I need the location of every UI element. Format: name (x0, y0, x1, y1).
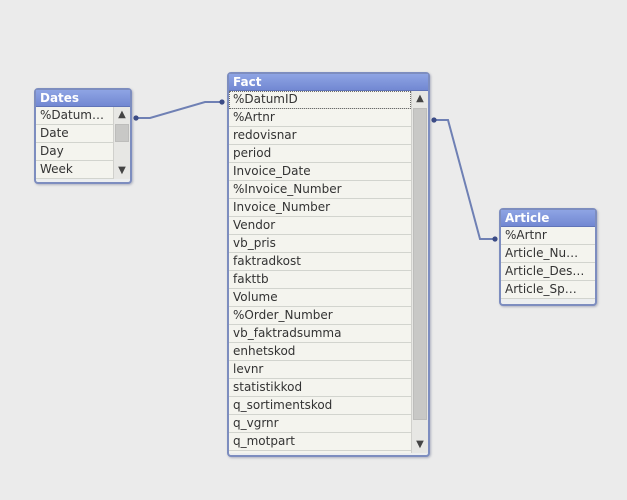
field-item[interactable]: enhetskod (229, 343, 411, 361)
chevron-down-icon[interactable]: ▼ (118, 165, 126, 176)
link-endpoint (219, 99, 225, 105)
table-title[interactable]: Article (501, 210, 595, 227)
scroll-thumb[interactable] (115, 124, 129, 142)
field-list[interactable]: %Artnr Article_Nu… Article_Des… Article_… (501, 227, 595, 299)
field-item[interactable]: fakttb (229, 271, 411, 289)
field-item[interactable]: q_motpart (229, 433, 411, 451)
table-title[interactable]: Fact (229, 74, 428, 91)
link-endpoint (431, 117, 437, 123)
vertical-scrollbar[interactable]: ▲ ▼ (113, 107, 130, 179)
field-item[interactable]: statistikkod (229, 379, 411, 397)
field-item[interactable]: Date (36, 125, 113, 143)
field-item[interactable]: Week (36, 161, 113, 179)
table-title[interactable]: Dates (36, 90, 130, 107)
field-item[interactable]: vb_faktradsumma (229, 325, 411, 343)
field-item[interactable]: vb_pris (229, 235, 411, 253)
field-item[interactable]: q_sortimentskod (229, 397, 411, 415)
link-dates-fact (136, 101, 222, 119)
field-item[interactable]: %Artnr (501, 227, 595, 245)
link-endpoint (492, 236, 498, 242)
field-list[interactable]: %Datum… Date Day Week ▲ ▼ (36, 107, 130, 179)
chevron-down-icon[interactable]: ▼ (416, 439, 424, 450)
field-item[interactable]: Volume (229, 289, 411, 307)
field-item[interactable]: Invoice_Number (229, 199, 411, 217)
field-item[interactable]: levnr (229, 361, 411, 379)
link-endpoint (133, 115, 139, 121)
field-item[interactable]: Day (36, 143, 113, 161)
field-item[interactable]: period (229, 145, 411, 163)
field-item[interactable]: Article_Des… (501, 263, 595, 281)
table-dates[interactable]: Dates %Datum… Date Day Week ▲ ▼ (34, 88, 132, 184)
field-item[interactable]: faktradkost (229, 253, 411, 271)
field-item[interactable]: Vendor (229, 217, 411, 235)
field-item[interactable]: Article_Nu… (501, 245, 595, 263)
vertical-scrollbar[interactable]: ▲ ▼ (411, 91, 428, 453)
field-item[interactable]: %Datum… (36, 107, 113, 125)
scroll-thumb[interactable] (413, 108, 427, 420)
field-list[interactable]: %DatumID %Artnr redovisnar period Invoic… (229, 91, 428, 453)
chevron-up-icon[interactable]: ▲ (118, 109, 126, 120)
table-fact[interactable]: Fact %DatumID %Artnr redovisnar period I… (227, 72, 430, 457)
link-fact-article (434, 119, 495, 240)
field-item[interactable]: %Order_Number (229, 307, 411, 325)
field-item[interactable]: q_vgrnr (229, 415, 411, 433)
chevron-up-icon[interactable]: ▲ (416, 93, 424, 104)
field-item[interactable]: Article_Sp… (501, 281, 595, 299)
table-article[interactable]: Article %Artnr Article_Nu… Article_Des… … (499, 208, 597, 306)
field-item[interactable]: Invoice_Date (229, 163, 411, 181)
field-item[interactable]: %Invoice_Number (229, 181, 411, 199)
field-item[interactable]: %Artnr (229, 109, 411, 127)
field-item[interactable]: %DatumID (229, 91, 411, 109)
field-item[interactable]: redovisnar (229, 127, 411, 145)
